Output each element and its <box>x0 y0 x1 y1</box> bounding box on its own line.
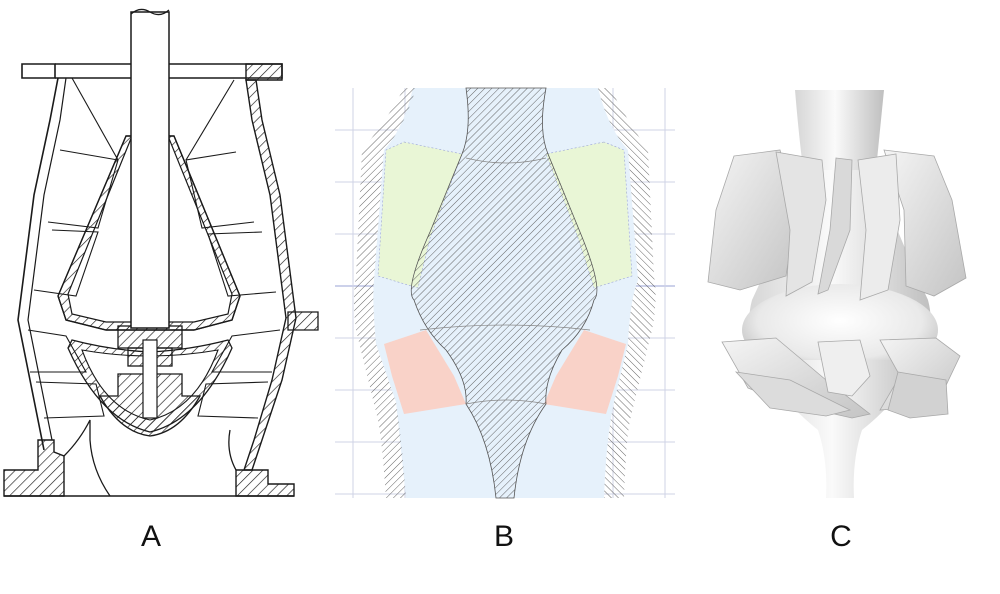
bottom-right-flange <box>235 469 295 497</box>
left-shroud <box>354 88 416 498</box>
hub-divider-upper <box>465 157 547 164</box>
stage-2-left <box>384 330 466 414</box>
right-side-flange <box>287 311 319 331</box>
casing-left-wall-inner <box>27 77 67 441</box>
drive-shaft <box>130 11 170 329</box>
top-right-flange <box>245 63 283 81</box>
panel-label-c: C <box>830 520 852 553</box>
hub-divider-lower <box>419 324 591 331</box>
panel-label-a: A <box>140 520 161 553</box>
shaft-break <box>130 8 170 16</box>
bottom-left-flange <box>3 439 65 497</box>
panel-c-3d-render <box>707 90 967 498</box>
vane-lines <box>27 77 281 419</box>
central-hub <box>410 87 598 499</box>
stage-2-right <box>544 330 626 414</box>
spindle <box>142 339 158 419</box>
casing-left-wall <box>17 77 59 451</box>
right-shroud <box>598 88 656 498</box>
panel-label-b: B <box>493 520 514 553</box>
hub-divider-bottom <box>465 399 547 405</box>
top-flange <box>21 63 56 79</box>
casing-right-wall <box>243 79 297 471</box>
panel-b-meridional-view <box>335 87 675 499</box>
render-lower-blades <box>721 337 961 419</box>
outlet-walls <box>63 419 237 497</box>
render-upper-blades <box>707 149 967 301</box>
panel-a-section-drawing <box>3 8 319 497</box>
